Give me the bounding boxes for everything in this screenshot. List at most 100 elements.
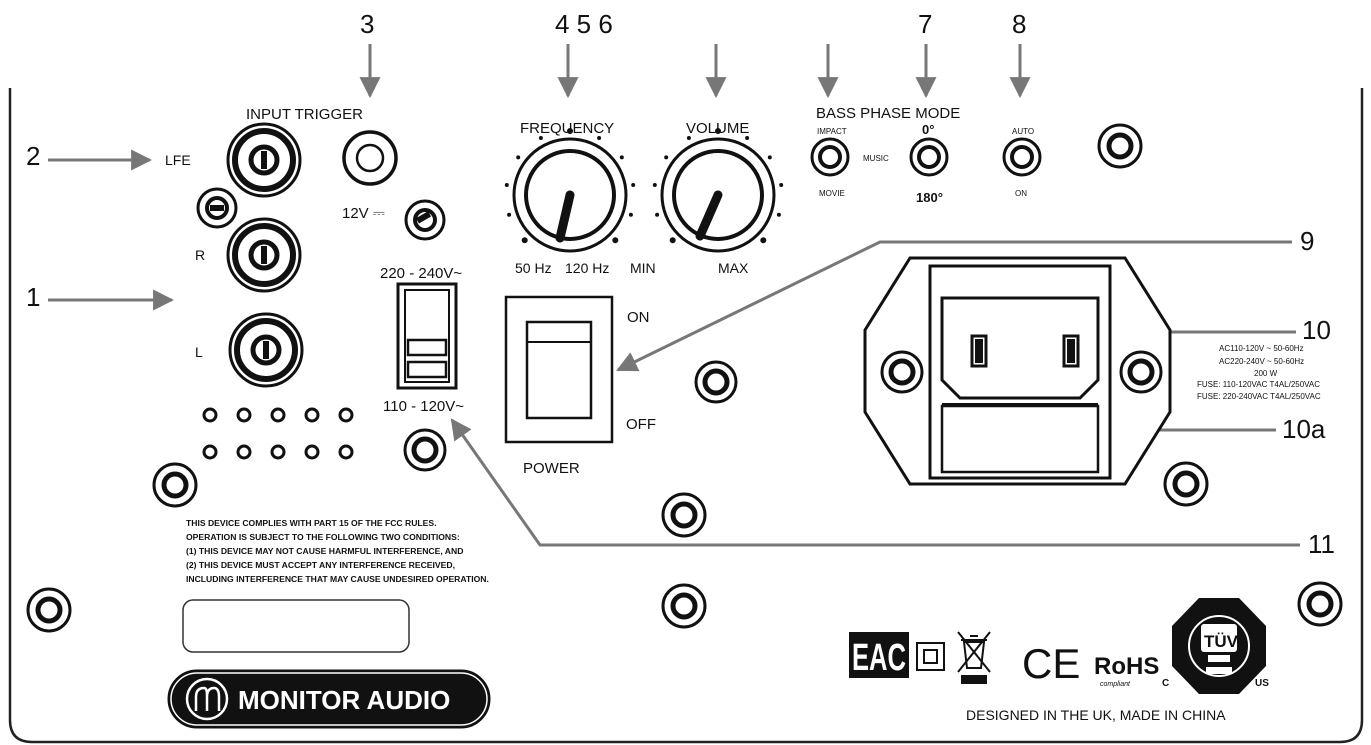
knob-scale-dot — [628, 212, 633, 217]
callout-8: 8 — [1012, 9, 1026, 39]
tuv-text: TÜV — [1204, 632, 1239, 651]
knob-scale-dot — [779, 183, 784, 187]
frequency-label: FREQUENCY — [520, 120, 614, 137]
fcc-line-1: THIS DEVICE COMPLIES WITH PART 15 OF THE… — [186, 518, 437, 528]
voltage-selector-switch[interactable] — [396, 282, 458, 390]
power-on-label: ON — [627, 309, 650, 326]
panel-screw — [152, 462, 198, 508]
bass-impact-label: IMPACT — [817, 127, 847, 136]
callout-10a: 10a — [1282, 414, 1326, 444]
right-input-jack[interactable] — [226, 217, 302, 293]
double-insulation-icon — [916, 642, 945, 671]
bass-movie-label: MOVIE — [819, 189, 845, 198]
fuse-drawer[interactable] — [940, 404, 1100, 474]
monitor-audio-logo: MONITOR AUDIO — [167, 669, 491, 729]
tuv-us-label: US — [1255, 678, 1269, 689]
knob-scale-dot — [567, 128, 573, 134]
knob-scale-dot — [767, 155, 772, 160]
knob-scale-dot — [760, 237, 767, 244]
ce-mark: CE — [1022, 640, 1080, 687]
l-label: L — [195, 344, 203, 360]
volume-min-label: MIN — [630, 260, 656, 276]
tuv-c-label: C — [1162, 678, 1169, 689]
phase-0-label: 0° — [922, 122, 934, 137]
rohs-mark: RoHS — [1094, 653, 1159, 680]
knob-scale-dot — [516, 155, 521, 160]
bass-phase-mode-label: BASS PHASE MODE — [816, 105, 960, 122]
knob-scale-dot — [521, 237, 528, 244]
callout-1: 1 — [26, 282, 40, 312]
knob-scale-dot — [504, 183, 509, 187]
left-input-jack[interactable] — [228, 312, 304, 388]
mode-auto-label: AUTO — [1012, 127, 1034, 136]
frequency-knob[interactable] — [504, 128, 636, 253]
power-switch[interactable] — [504, 295, 614, 444]
trigger-voltage-label: 12V ⎓ — [342, 205, 385, 222]
callout-456: 4 5 6 — [555, 9, 613, 39]
panel-screw — [404, 199, 446, 241]
callout-7: 7 — [918, 9, 932, 39]
volume-max-label: MAX — [718, 260, 749, 276]
power-off-label: OFF — [626, 416, 656, 433]
rating-line-4: FUSE: 110-120VAC T4AL/250VAC — [1197, 380, 1320, 389]
knob-scale-dot — [664, 155, 669, 160]
arrow-11 — [450, 418, 1300, 547]
rating-line-2: AC220-240V ~ 50-60Hz — [1219, 357, 1304, 366]
rohs-compliant: compliant — [1100, 681, 1131, 688]
frequency-max-label: 120 Hz — [565, 260, 609, 276]
knob-scale-dot — [686, 136, 691, 140]
volume-knob[interactable] — [652, 128, 784, 253]
bass-mode-switch[interactable] — [810, 137, 850, 177]
fcc-line-5: INCLUDING INTERFERENCE THAT MAY CAUSE UN… — [186, 574, 489, 584]
callout-3: 3 — [360, 9, 374, 39]
rating-line-1: AC110-120V ~ 50-60Hz — [1219, 344, 1304, 353]
weee-bin-icon — [957, 631, 991, 684]
knob-scale-dot — [597, 136, 602, 140]
rating-line-5: FUSE: 220-240VAC T4AL/250VAC — [1197, 392, 1321, 401]
phase-180-label: 180° — [916, 190, 943, 205]
bass-music-label: MUSIC — [863, 154, 889, 163]
input-trigger-label: INPUT TRIGGER — [246, 106, 363, 123]
panel-screw — [1297, 581, 1343, 627]
phase-switch[interactable] — [909, 137, 949, 177]
knob-scale-dot — [631, 183, 636, 187]
panel-screw — [661, 492, 707, 538]
knob-scale-dot — [538, 136, 543, 140]
knob-scale-dot — [715, 128, 721, 134]
fcc-line-3: (1) THIS DEVICE MAY NOT CAUSE HARMFUL IN… — [186, 546, 463, 556]
eac-mark: EAC — [849, 632, 909, 679]
arrow-9 — [616, 240, 1292, 372]
rating-line-3: 200 W — [1254, 369, 1278, 378]
lfe-label: LFE — [165, 152, 191, 168]
trigger-input-jack[interactable] — [342, 130, 398, 186]
power-label: POWER — [523, 460, 580, 477]
callout-10: 10 — [1302, 315, 1331, 345]
knob-scale-dot — [619, 155, 624, 160]
knob-scale-dot — [612, 237, 619, 244]
auto-on-switch[interactable] — [1002, 137, 1042, 177]
callout-9: 9 — [1300, 226, 1314, 256]
knob-scale-dot — [652, 183, 657, 187]
tuv-mark: TÜV — [1172, 598, 1266, 694]
panel-screw — [403, 428, 447, 472]
logo-text: MONITOR AUDIO — [238, 685, 450, 715]
eac-text: EAC — [852, 637, 906, 679]
made-in-label: DESIGNED IN THE UK, MADE IN CHINA — [966, 707, 1226, 723]
fcc-line-2: OPERATION IS SUBJECT TO THE FOLLOWING TW… — [186, 532, 460, 542]
panel-screw — [694, 360, 738, 404]
knob-scale-dot — [507, 212, 512, 217]
panel-screw — [661, 583, 707, 629]
panel-screw — [26, 587, 72, 633]
panel-screw — [1097, 123, 1143, 169]
panel-screw — [1163, 461, 1209, 507]
panel-screw — [196, 187, 238, 229]
r-label: R — [195, 247, 205, 263]
frequency-min-label: 50 Hz — [515, 260, 552, 276]
voltage-high-label: 220 - 240V~ — [380, 265, 462, 282]
knob-scale-dot — [669, 237, 676, 244]
knob-scale-dot — [655, 212, 660, 217]
knob-scale-dot — [776, 212, 781, 217]
lfe-input-jack[interactable] — [226, 122, 302, 198]
knob-scale-dot — [745, 136, 750, 140]
